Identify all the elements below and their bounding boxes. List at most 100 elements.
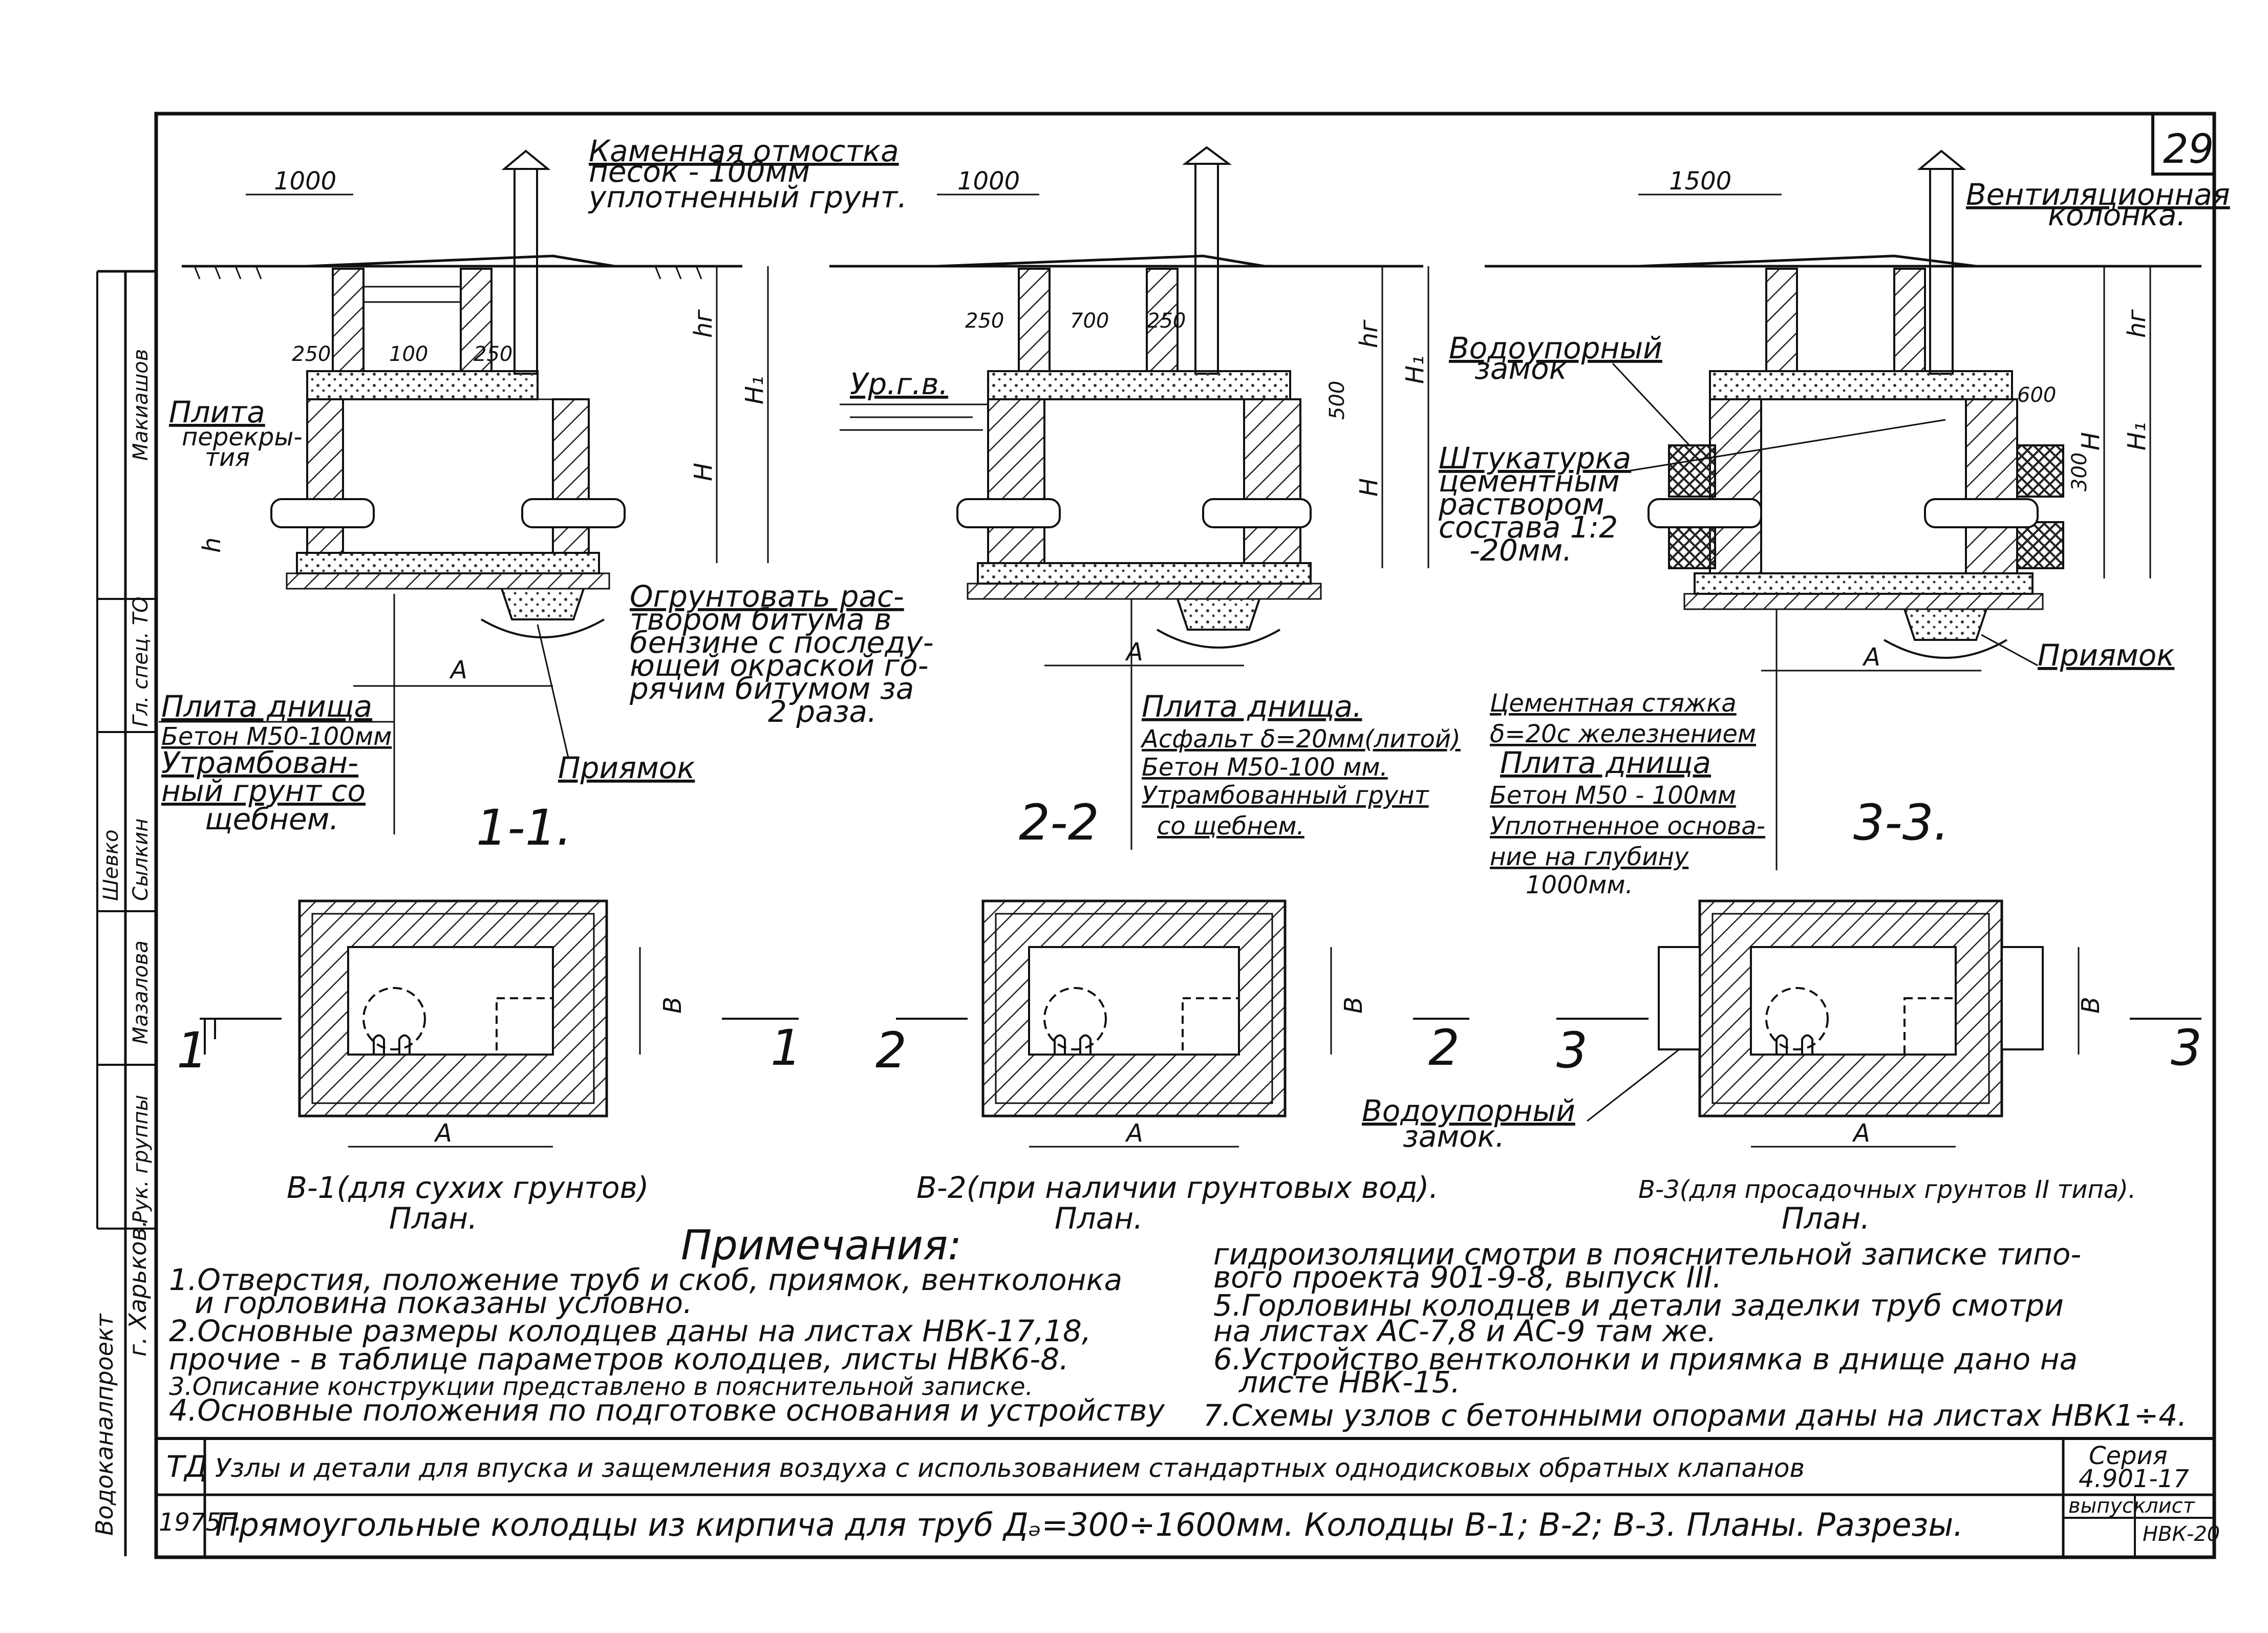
note-left-4: прочие - в таблице параметров колодцев, … — [169, 1342, 1069, 1377]
plan3-dim-B: В — [2077, 997, 2105, 1014]
title-line-1: Узлы и детали для впуска и защемления во… — [215, 1453, 1805, 1483]
s1-dim-top: 1000 — [274, 167, 336, 196]
plan1-cut-l: 1 — [177, 1022, 208, 1079]
series-value: 4.901-17 — [2079, 1465, 2189, 1493]
s2-label: 2-2 — [1019, 794, 1099, 851]
plan3-word: План. — [1782, 1201, 1870, 1236]
title-td: ТД — [166, 1449, 208, 1484]
s3-h-h1: Н₁ — [2123, 422, 2151, 450]
s3-dim-300: 300 — [2068, 453, 2091, 491]
section-3-3: 1500 600 300 hг Н Н₁ А Вентиляционная ко… — [1438, 149, 2230, 899]
note-right-5: 6.Устройство вентколонки и приямка в дни… — [1213, 1342, 2078, 1377]
plan1-cut-r: 1 — [771, 1019, 802, 1077]
s1-legend-1: Плита днища — [161, 689, 372, 724]
s2-legend-3: Бетон М50-100 мм. — [1142, 753, 1388, 782]
s2-legend-5: со щебнем. — [1157, 812, 1304, 841]
s1-dim-slab: 100 — [389, 342, 428, 366]
plan3-lock-2: замок. — [1403, 1119, 1505, 1154]
s2-legend-1: Плита днища. — [1142, 689, 1362, 724]
plan3-cut-r: 3 — [2171, 1019, 2202, 1077]
note-left-1: 1.Отверстия, положение труб и скоб, прия… — [169, 1262, 1122, 1297]
plan3-caption: В-3(для просадочных грунтов II типа). — [1638, 1175, 2136, 1204]
s1-legend-2: Бетон М50-100мм — [161, 722, 392, 751]
s3-h-h: Н — [2077, 432, 2105, 450]
plan2-cut-l: 2 — [875, 1022, 907, 1079]
plan1-dim-B: В — [658, 997, 687, 1014]
s3-plaster-3: раствором — [1438, 487, 1604, 522]
s1-dim-wall-r: 250 — [474, 342, 512, 366]
title-year: 1975г. — [159, 1508, 242, 1537]
plan2-dim-A: А — [1125, 1119, 1143, 1148]
list-code: НВК-20 — [2143, 1522, 2220, 1546]
s3-dim-600: 600 — [2017, 383, 2056, 407]
note-right-1: гидроизоляции смотри в пояснительной зап… — [1213, 1237, 2081, 1272]
plan2-word: План. — [1055, 1201, 1143, 1236]
s3-vent-1: Вентиляционная — [1966, 177, 2230, 212]
s2-legend-4: Утрамбованный грунт — [1142, 781, 1430, 810]
s1-label: 1-1. — [476, 799, 572, 856]
s1-bitum-3: бензине с последу- — [630, 625, 934, 660]
note-right-6: листе НВК-15. — [1238, 1365, 1460, 1400]
stamp-name-4: Мазалова — [129, 940, 153, 1044]
plan3-lock-1: Водоупорный — [1362, 1093, 1575, 1128]
s1-slab-2: перекры- — [182, 423, 303, 452]
plan3-cut-l: 3 — [1556, 1022, 1588, 1079]
s1-bitum-1: Огрунтовать рас- — [630, 579, 904, 614]
s3-legend-7: 1000мм. — [1526, 871, 1633, 899]
stamp-role-3: Рук. группы — [129, 1095, 153, 1223]
s1-legend-3: Утрамбован- — [161, 745, 358, 780]
stamp-role-2: Гл. спец. ТО — [129, 596, 153, 727]
s3-plaster-2: цементным — [1439, 464, 1620, 499]
title-line-2: Прямоугольные колодцы из кирпича для тру… — [215, 1506, 1963, 1543]
s1-bitum-2: твором битума в — [630, 602, 891, 637]
notes-title: Примечания: — [681, 1221, 961, 1269]
s3-legend-4: Бетон М50 - 100мм — [1490, 781, 1736, 810]
s3-pit: Приямок — [2038, 638, 2174, 673]
note-left-6: 4.Основные положения по подготовке основ… — [169, 1393, 1165, 1428]
list-label: лист — [2145, 1494, 2196, 1518]
plan1-word: План. — [389, 1201, 478, 1236]
s2-dim-slab: 700 — [1070, 309, 1109, 333]
note-right-7: 7.Схемы узлов с бетонными опорами даны н… — [1203, 1398, 2187, 1433]
s1-legend-4: ный грунт со — [161, 773, 366, 808]
sheet-number: 29 — [2163, 126, 2214, 173]
s3-legend-5: Уплотненное основа- — [1490, 812, 1765, 841]
s1-callout-top-2: песок - 100мм — [589, 154, 810, 189]
stamp-city: г. Харьков. — [124, 1220, 152, 1357]
s3-legend-3: Плита днища — [1500, 745, 1711, 780]
s2-dim-500: 500 — [1325, 381, 1349, 420]
s3-legend-6: ние на глубину — [1490, 843, 1689, 871]
s2-dim-A: А — [1125, 638, 1143, 667]
s1-callout-top-3: уплотненный грунт. — [588, 180, 907, 214]
s2-dim-wall-r: 250 — [1147, 309, 1186, 333]
title-block: ТД 1975г. Узлы и детали для впуска и защ… — [156, 1437, 2220, 1556]
s1-h-small: h — [198, 538, 226, 553]
s1-pit: Приямок — [558, 750, 695, 785]
issue-label: выпуск — [2068, 1494, 2146, 1518]
s1-legend-5: щебнем. — [205, 802, 339, 836]
plan2-caption: В-2(при наличии грунтовых вод). — [916, 1170, 1439, 1205]
stamp-name-2: Шевко — [99, 829, 123, 901]
stamp-name-3: Сылкин — [129, 819, 153, 901]
stamp-name-1: Макиашов — [129, 349, 153, 461]
section-1-1: 1000 250 100 250 hг Н₁ Н h А Каменная от… — [159, 134, 934, 856]
s3-plaster-1: Штукатурка — [1439, 441, 1631, 476]
plan2-cut-r: 2 — [1428, 1019, 1460, 1077]
s3-vent-2: колонка. — [2048, 198, 2186, 232]
s2-h-h: Н — [1355, 478, 1383, 497]
s1-slab-1: Плита — [169, 395, 265, 429]
s1-bitum-5: рячим битумом за — [629, 671, 914, 706]
s2-dim-wall-l: 250 — [965, 309, 1004, 333]
plan-v3: В А 3 3 Водоупорный замок. В-3(для проса… — [1362, 899, 2202, 1236]
s3-label: 3-3. — [1853, 794, 1949, 851]
stamp-org: Водоканалпроект — [91, 1313, 118, 1536]
s1-dim-wall-l: 250 — [292, 342, 331, 366]
plan3-dim-A: А — [1852, 1119, 1870, 1148]
note-left-3: 2.Основные размеры колодцев даны на лист… — [169, 1314, 1091, 1348]
s1-bitum-4: ющей окраской го- — [630, 648, 929, 683]
s1-dim-A: А — [449, 656, 467, 684]
note-right-4: на листах АС-7,8 и АС-9 там же. — [1213, 1314, 1717, 1348]
sheet-frame — [154, 112, 2216, 1559]
plan1-caption: В-1(для сухих грунтов) — [287, 1170, 649, 1205]
